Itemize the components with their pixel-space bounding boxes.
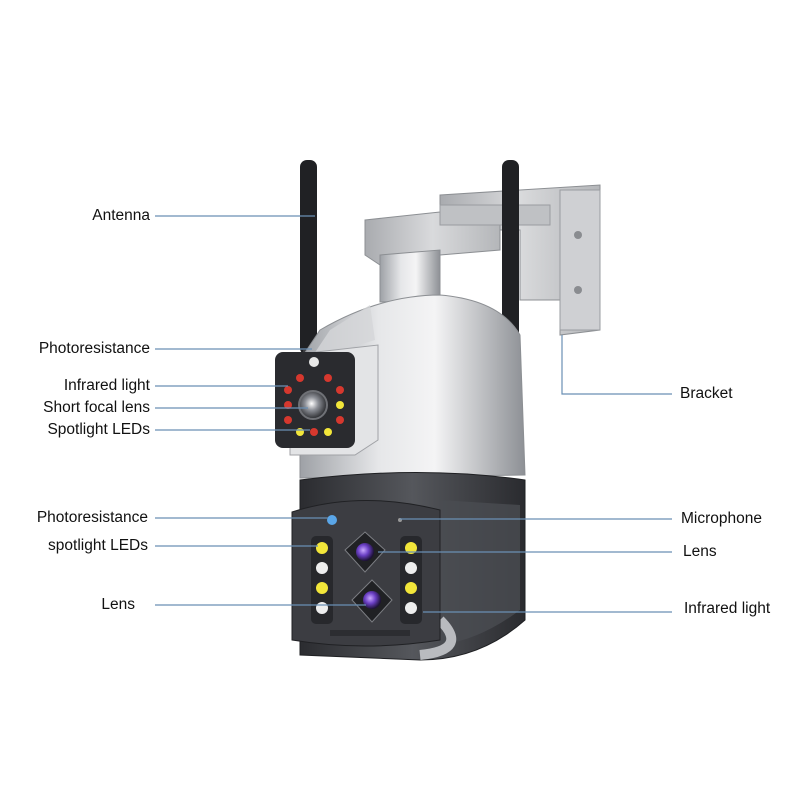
label-photoresistance-bottom: Photoresistance — [36, 509, 148, 526]
label-spotlight-leds-bottom: spotlight LEDs — [48, 537, 148, 554]
upper-sensor-module — [275, 352, 355, 448]
bracket-part — [364, 184, 601, 336]
short-focal-lens-sensor — [298, 390, 328, 420]
leader-bracket — [561, 335, 672, 395]
photoresistance-top-sensor — [309, 357, 319, 367]
lens-lower — [363, 591, 381, 609]
label-lens-left: Lens — [101, 596, 135, 613]
label-lens-right: Lens — [683, 543, 717, 560]
leader-lines — [155, 215, 672, 613]
label-infrared-light-right: Infrared light — [684, 600, 771, 617]
label-antenna: Antenna — [92, 207, 150, 224]
label-spotlight-leds-top: Spotlight LEDs — [47, 421, 150, 438]
photoresistance-bottom-sensor — [327, 515, 337, 525]
label-bracket: Bracket — [680, 385, 733, 402]
lower-front-panel — [291, 499, 441, 647]
label-microphone: Microphone — [681, 510, 762, 527]
label-infrared-light-top: Infrared light — [63, 377, 150, 394]
label-short-focal-lens: Short focal lens — [43, 399, 150, 416]
label-photoresistance-top: Photoresistance — [38, 340, 150, 357]
lens-upper — [356, 543, 374, 561]
